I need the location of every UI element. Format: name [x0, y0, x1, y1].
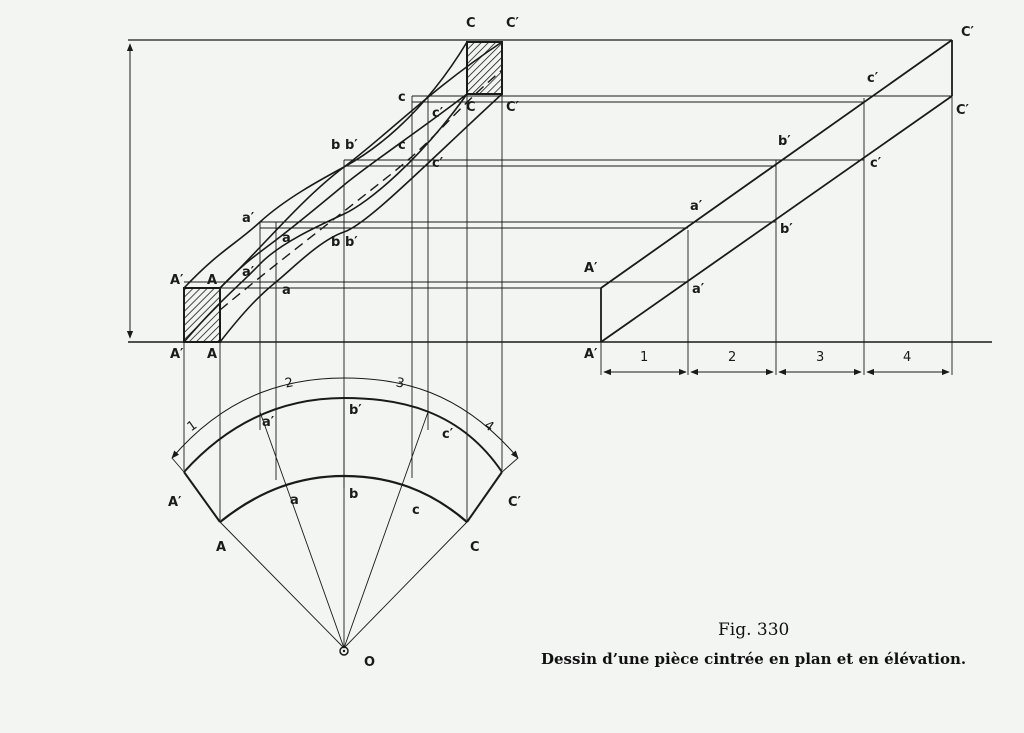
svg-text:c′: c′	[442, 427, 454, 442]
plan-radii	[171, 398, 519, 649]
svg-text:a: a	[282, 283, 291, 298]
svg-text:b′: b′	[778, 134, 791, 149]
svg-text:C: C	[466, 100, 476, 115]
svg-text:a′: a′	[690, 199, 703, 214]
svg-text:A′: A′	[584, 347, 598, 362]
svg-text:c′: c′	[432, 106, 444, 121]
svg-text:1: 1	[640, 350, 648, 365]
svg-text:a: a	[290, 493, 299, 508]
svg-text:b: b	[349, 487, 358, 502]
svg-text:4: 4	[903, 350, 911, 365]
svg-text:C′: C′	[506, 100, 520, 115]
dimension-arc	[171, 377, 519, 459]
figure-number: Fig. 330	[718, 620, 790, 640]
svg-text:C′: C′	[956, 103, 970, 118]
svg-text:A: A	[216, 540, 226, 555]
svg-text:3: 3	[394, 375, 405, 391]
svg-text:a′: a′	[242, 265, 255, 280]
svg-text:C′: C′	[508, 495, 522, 510]
svg-text:A: A	[207, 347, 217, 362]
svg-text:A′: A′	[170, 273, 184, 288]
center-point	[339, 646, 349, 656]
svg-text:C: C	[466, 16, 476, 31]
svg-text:b′: b′	[345, 138, 358, 153]
svg-text:2: 2	[728, 350, 736, 365]
svg-text:c′: c′	[870, 156, 882, 171]
svg-text:a′: a′	[692, 282, 705, 297]
svg-text:A′: A′	[584, 261, 598, 276]
svg-text:a′: a′	[242, 211, 255, 226]
point-labels: A′ A A′ A a′ a a′ a b b′ b b′ c c′ c c′ …	[168, 16, 975, 670]
hidden-edge	[219, 69, 503, 311]
svg-text:C′: C′	[961, 25, 975, 40]
svg-text:C′: C′	[506, 16, 520, 31]
svg-text:a′: a′	[262, 415, 275, 430]
svg-text:c′: c′	[432, 156, 444, 171]
plan-arcs	[171, 377, 519, 523]
svg-text:c′: c′	[867, 71, 879, 86]
dimension-numbers: 1 2 3 4 1 2 3 4	[185, 350, 912, 435]
svg-text:c: c	[412, 503, 420, 518]
svg-text:c: c	[398, 90, 406, 105]
svg-text:A′: A′	[170, 347, 184, 362]
end-section	[466, 41, 503, 95]
svg-text:2: 2	[284, 375, 295, 391]
svg-text:C: C	[470, 540, 480, 555]
svg-text:4: 4	[481, 418, 496, 435]
svg-text:b′: b′	[780, 222, 793, 237]
svg-text:c: c	[398, 138, 406, 153]
svg-text:b: b	[331, 235, 340, 250]
left-elevation-edges	[183, 41, 503, 343]
svg-text:b′: b′	[345, 235, 358, 250]
transfer-lines	[184, 95, 952, 289]
svg-text:A′: A′	[168, 495, 182, 510]
svg-text:A: A	[207, 273, 217, 288]
figure-caption: Dessin d’une pièce cintrée en plan et en…	[541, 650, 967, 668]
svg-text:O: O	[364, 655, 375, 670]
svg-text:a: a	[282, 231, 291, 246]
projection-lines	[183, 40, 953, 520]
start-section	[183, 287, 221, 343]
svg-text:b: b	[331, 138, 340, 153]
svg-text:3: 3	[816, 350, 824, 365]
development-view	[600, 39, 953, 343]
svg-text:b′: b′	[349, 403, 362, 418]
